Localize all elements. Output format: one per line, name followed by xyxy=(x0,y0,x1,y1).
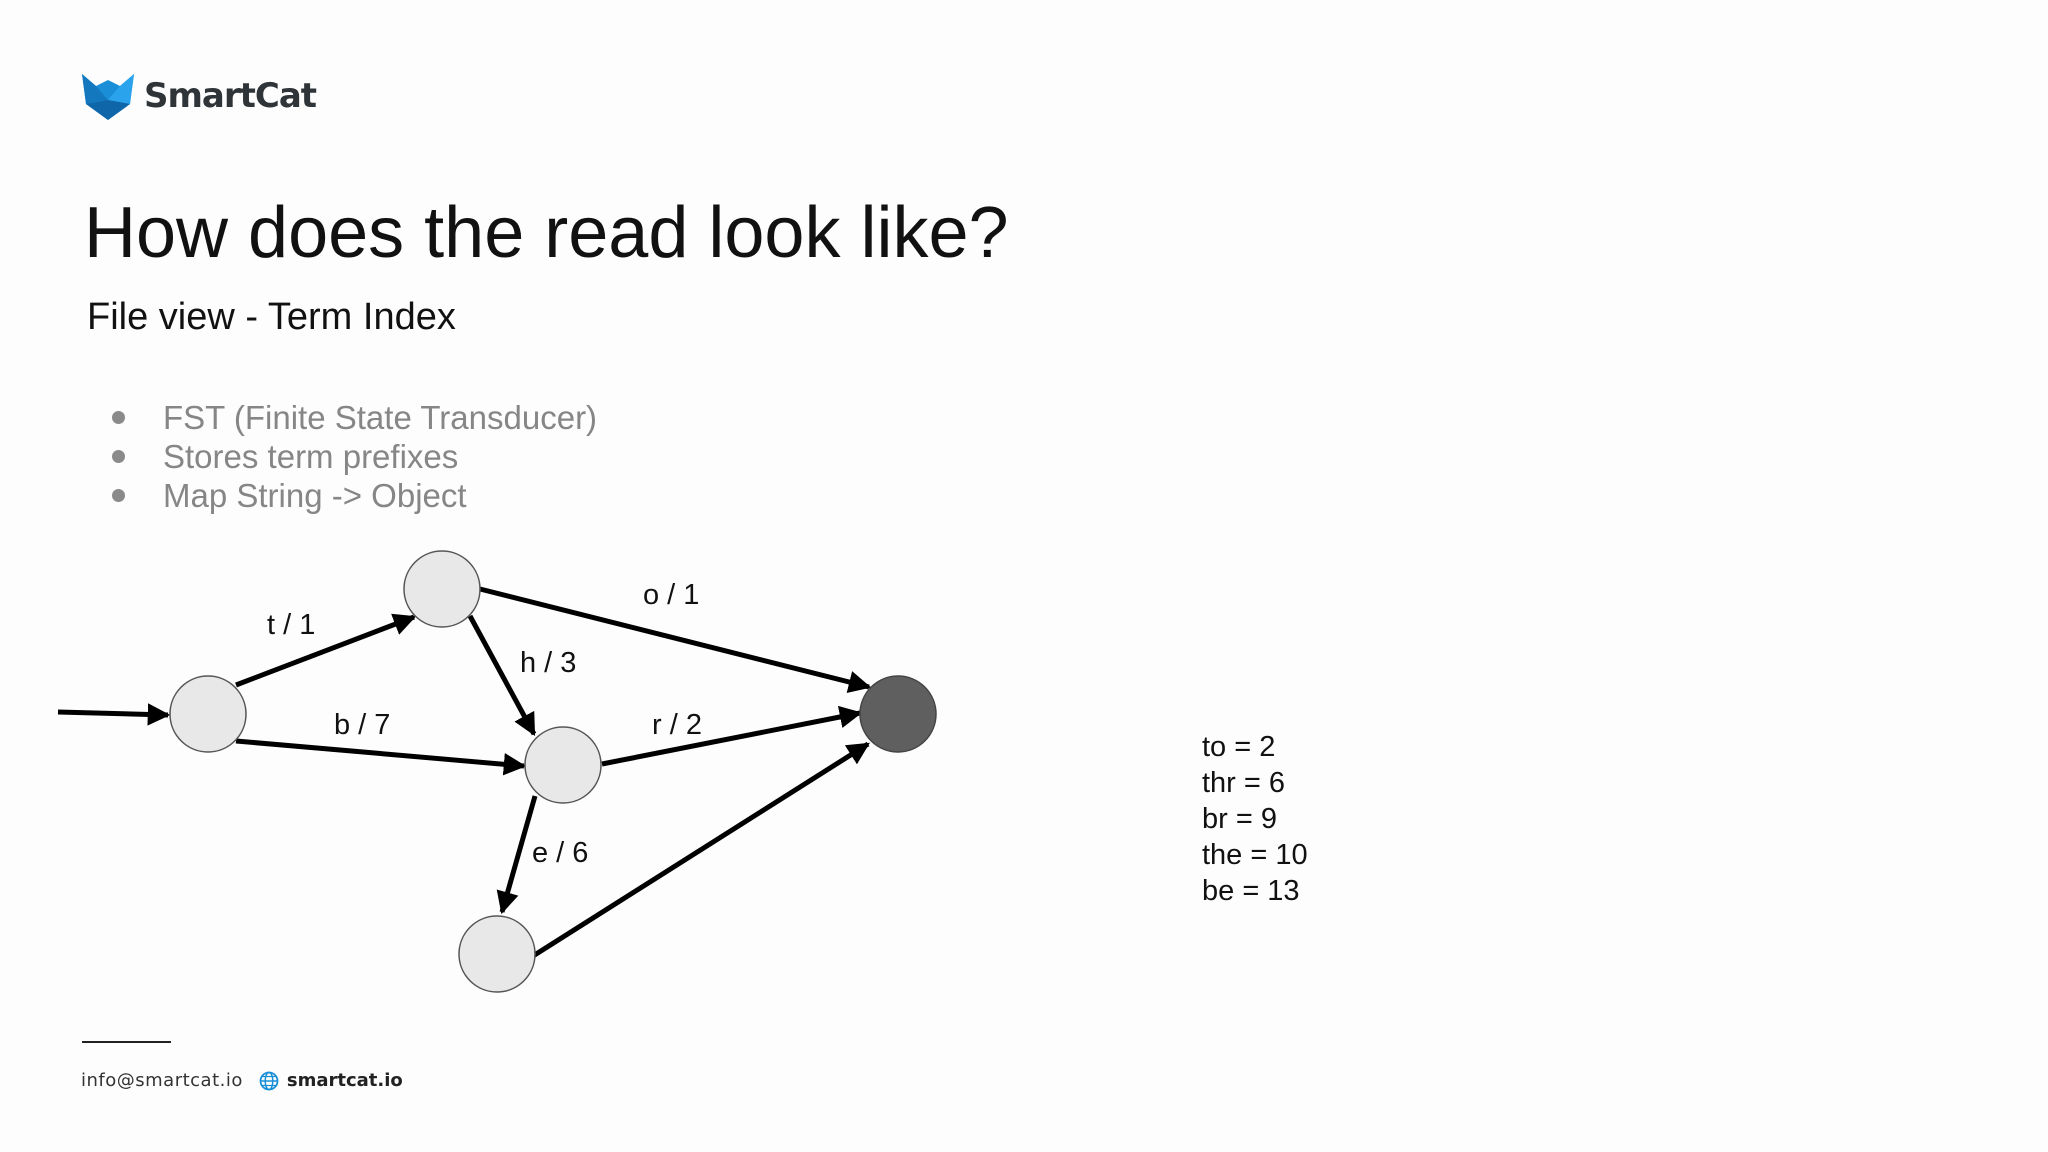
fst-node-start xyxy=(169,675,247,753)
edge-mid-final xyxy=(601,705,863,767)
bullet-text: Stores term prefixes xyxy=(163,438,459,475)
edge-label-b: b / 7 xyxy=(334,709,390,741)
page-subtitle: File view - Term Index xyxy=(87,296,456,338)
edge-start-mid xyxy=(235,738,527,776)
edge-mid-low xyxy=(496,795,538,915)
bullet-item: FST (Finite State Transducer) xyxy=(110,398,597,437)
footer-email[interactable]: info@smartcat.io xyxy=(81,1070,243,1091)
fst-node-mid xyxy=(524,726,602,804)
edge-label-r: r / 2 xyxy=(652,709,702,741)
term-entry: to = 2 xyxy=(1202,731,1276,763)
cat-head-icon xyxy=(82,74,134,120)
fst-node-final xyxy=(859,675,937,753)
entry-edge xyxy=(57,703,171,726)
term-entry: the = 10 xyxy=(1202,839,1308,871)
term-entry: br = 9 xyxy=(1202,803,1277,835)
term-entry: be = 13 xyxy=(1202,875,1300,907)
brand-name: SmartCat xyxy=(144,76,317,116)
edge-n1-final xyxy=(479,586,872,693)
bullet-text: Map String -> Object xyxy=(163,477,467,514)
bullet-dot-icon xyxy=(112,450,125,463)
term-value-list: to = 2 thr = 6 br = 9 the = 10 be = 13 xyxy=(1202,729,1308,909)
edge-label-e: e / 6 xyxy=(532,837,588,869)
term-entry: thr = 6 xyxy=(1202,767,1286,799)
edge-low-final xyxy=(531,741,870,959)
bullet-dot-icon xyxy=(112,489,125,502)
fst-node-t xyxy=(403,550,481,628)
bullet-item: Map String -> Object xyxy=(110,476,597,515)
edge-n1-mid xyxy=(467,614,537,736)
bullet-item: Stores term prefixes xyxy=(110,437,597,476)
edge-start-n1 xyxy=(235,613,417,688)
bullet-dot-icon xyxy=(112,411,125,424)
edge-label-t: t / 1 xyxy=(267,609,315,641)
bullet-text: FST (Finite State Transducer) xyxy=(163,399,598,436)
footer-divider xyxy=(82,1041,171,1043)
footer: info@smartcat.io smartcat.io xyxy=(81,1070,403,1091)
page-title: How does the read look like? xyxy=(84,193,1009,273)
globe-icon xyxy=(259,1071,279,1090)
fst-node-low xyxy=(458,915,536,993)
edge-label-o: o / 1 xyxy=(643,579,699,611)
edge-label-h: h / 3 xyxy=(520,647,576,679)
smartcat-logo: SmartCat xyxy=(80,70,317,122)
footer-site-link[interactable]: smartcat.io xyxy=(286,1070,403,1091)
bullet-list: FST (Finite State Transducer) Stores ter… xyxy=(110,398,597,515)
